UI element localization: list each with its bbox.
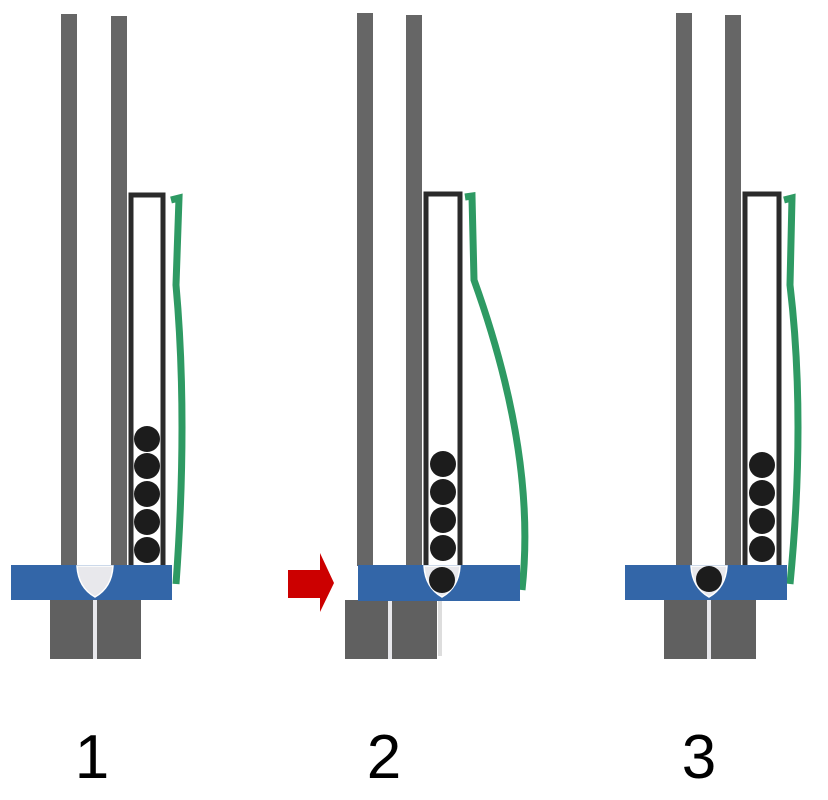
ball bbox=[134, 481, 160, 507]
base-channel bbox=[93, 600, 97, 659]
guide-post-left bbox=[357, 13, 373, 566]
ball-stack bbox=[430, 451, 456, 561]
ball-in-cup bbox=[429, 567, 455, 593]
ball-cup bbox=[76, 565, 114, 598]
step-label-1: 1 bbox=[75, 723, 109, 792]
panel-step-2 bbox=[288, 13, 529, 659]
ball-stack bbox=[134, 426, 160, 563]
guide-post-left bbox=[61, 14, 77, 566]
ball bbox=[749, 480, 775, 506]
ball-tube bbox=[128, 192, 166, 566]
panel-step-1 bbox=[11, 14, 186, 659]
ball bbox=[134, 509, 160, 535]
ball-stack bbox=[749, 452, 775, 562]
panel-step-3 bbox=[625, 13, 802, 659]
ball bbox=[134, 537, 160, 563]
ball bbox=[430, 451, 456, 477]
guide-post-right bbox=[406, 15, 422, 566]
spring bbox=[464, 191, 529, 591]
ball bbox=[430, 479, 456, 505]
ball bbox=[134, 426, 160, 452]
ball bbox=[430, 507, 456, 533]
ball bbox=[749, 452, 775, 478]
base-channel bbox=[388, 600, 392, 659]
guide-post-left bbox=[676, 13, 692, 566]
step-label-2: 2 bbox=[367, 723, 401, 792]
ball bbox=[749, 508, 775, 534]
guide-post-right bbox=[111, 16, 127, 566]
ball bbox=[430, 535, 456, 561]
ball bbox=[134, 453, 160, 479]
guide-post-right bbox=[725, 15, 741, 566]
base-channel bbox=[707, 600, 711, 659]
ball-in-cup bbox=[696, 566, 722, 592]
ball-tube bbox=[742, 191, 782, 566]
spring bbox=[783, 193, 802, 585]
spring bbox=[170, 193, 186, 585]
step-label-3: 3 bbox=[682, 723, 716, 792]
right-arrow-icon bbox=[288, 553, 334, 612]
channel-outlet bbox=[438, 598, 442, 656]
ball bbox=[749, 536, 775, 562]
ball-tube bbox=[423, 191, 463, 566]
